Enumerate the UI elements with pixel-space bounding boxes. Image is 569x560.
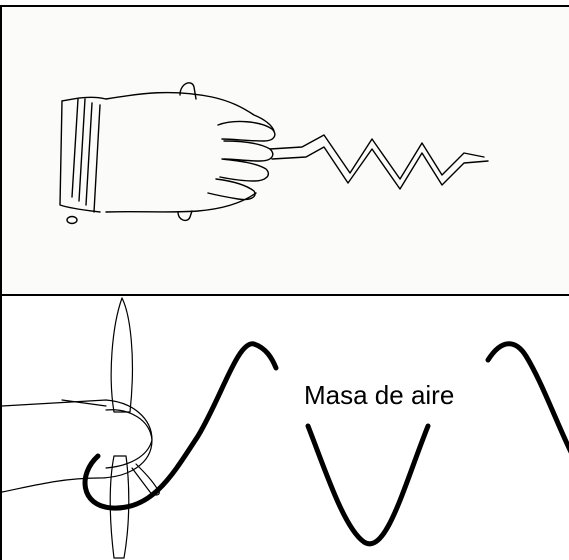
finger-4 xyxy=(207,178,256,201)
sleeve-edge xyxy=(61,96,107,102)
bottom-panel-propeller xyxy=(0,294,569,560)
propeller-blade-top xyxy=(110,297,134,413)
corkscrew-outer xyxy=(269,134,485,180)
hand-screw-drawing xyxy=(59,82,489,225)
button-oval xyxy=(66,215,78,225)
propeller-drawing xyxy=(1,297,569,559)
air-mass-helix xyxy=(82,341,279,511)
air-mass-helix-3 xyxy=(485,341,569,454)
finger-3 xyxy=(219,158,270,182)
hand-outline xyxy=(105,91,275,213)
finger-1 xyxy=(217,120,276,142)
sleeve-cuff xyxy=(71,98,101,213)
propeller-blade-side xyxy=(131,463,160,496)
air-mass-helix-2 xyxy=(305,423,431,547)
fuselage xyxy=(1,399,153,493)
air-mass-label: Masa de aire xyxy=(300,380,459,411)
top-panel-hand-screw xyxy=(0,5,569,296)
propeller-blade-bottom xyxy=(109,455,130,559)
corkscrew-inner xyxy=(271,146,489,190)
finger-2 xyxy=(223,140,274,162)
